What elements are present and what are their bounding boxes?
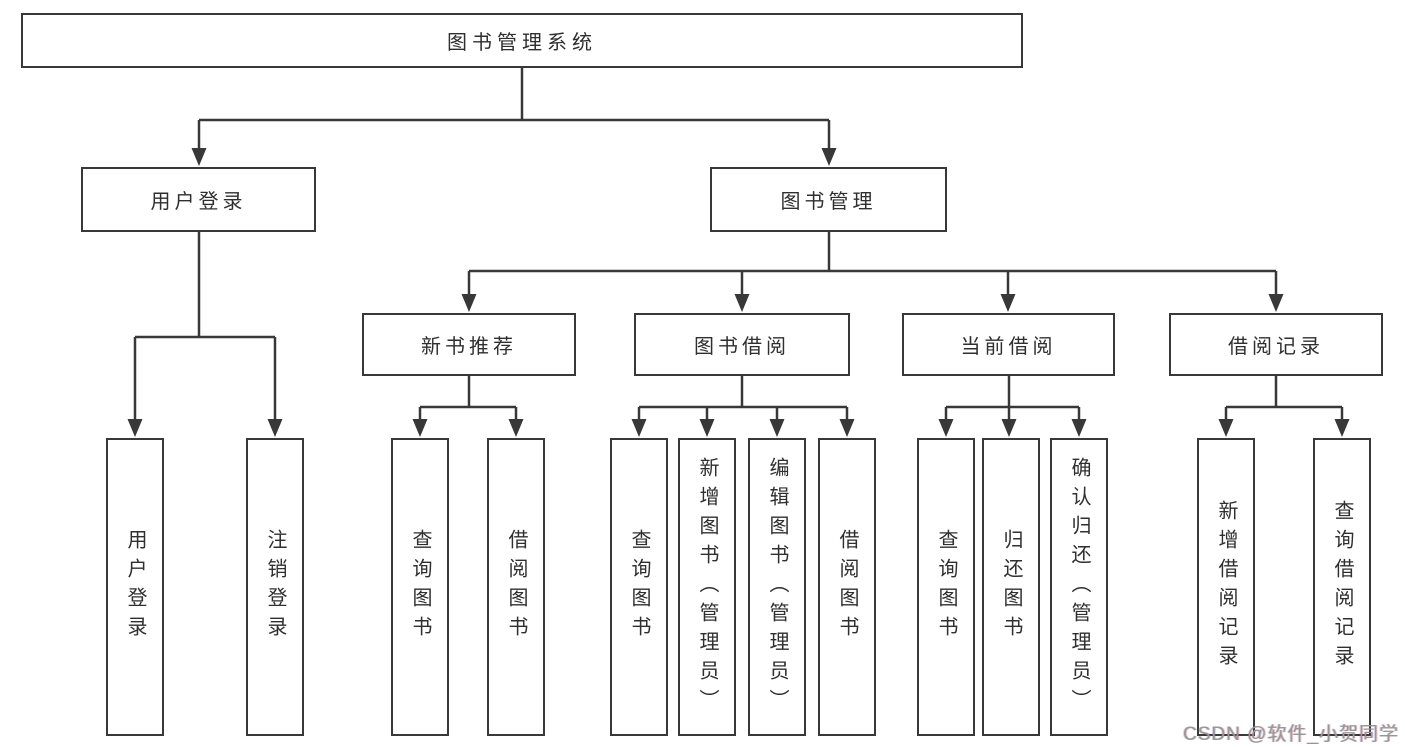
- node-query-books-recommend: 查询图书: [391, 438, 449, 736]
- arrowheads: [127, 148, 1350, 437]
- node-return-books: 归还图书: [982, 438, 1040, 736]
- node-label: 查询图书: [409, 529, 431, 645]
- node-label: 查询图书: [628, 529, 650, 645]
- node-label: 用户登录: [124, 529, 146, 645]
- node-label: 编辑图书（管理员）: [766, 456, 788, 718]
- node-label: 归还图书: [1000, 529, 1022, 645]
- node-label: 确认归还（管理员）: [1068, 456, 1090, 718]
- watermark: CSDN @软件_小贺同学: [1183, 724, 1399, 745]
- node-label: 新增图书（管理员）: [696, 456, 718, 718]
- node-new-book-recommend: 新书推荐: [362, 313, 576, 376]
- node-label: 用户登录: [150, 191, 247, 213]
- node-borrowing-records: 借阅记录: [1169, 313, 1383, 376]
- node-label: 图书管理系统: [447, 32, 597, 54]
- node-label: 当前借阅: [960, 336, 1057, 358]
- node-add-books-admin: 新增图书（管理员）: [678, 438, 736, 736]
- node-label: 注销登录: [264, 529, 286, 645]
- node-label: 新书推荐: [421, 336, 517, 358]
- node-label: 新增借阅记录: [1215, 500, 1237, 674]
- node-label: 查询图书: [935, 529, 957, 645]
- node-query-books-current: 查询图书: [917, 438, 975, 736]
- node-current-borrowing: 当前借阅: [902, 313, 1115, 376]
- node-user-login-leaf: 用户登录: [106, 438, 164, 736]
- node-label: 图书借阅: [694, 336, 790, 358]
- node-borrow-books-recommend: 借阅图书: [487, 438, 545, 736]
- node-library-management-system: 图书管理系统: [21, 13, 1023, 68]
- node-query-books-borrowing: 查询图书: [610, 438, 668, 736]
- node-borrow-books-borrowing: 借阅图书: [818, 438, 876, 736]
- node-confirm-return-admin: 确认归还（管理员）: [1050, 438, 1108, 736]
- node-label: 借阅图书: [836, 529, 858, 645]
- node-query-borrow-record: 查询借阅记录: [1313, 438, 1371, 736]
- node-book-management: 图书管理: [710, 167, 947, 232]
- node-add-borrow-record: 新增借阅记录: [1197, 438, 1255, 736]
- node-logout: 注销登录: [246, 438, 304, 736]
- node-label: 图书管理: [780, 191, 877, 213]
- node-label: 查询借阅记录: [1331, 500, 1353, 674]
- node-edit-books-admin: 编辑图书（管理员）: [748, 438, 806, 736]
- node-user-login: 用户登录: [81, 167, 316, 232]
- node-book-borrowing: 图书借阅: [634, 313, 850, 376]
- node-label: 借阅图书: [505, 529, 527, 645]
- node-label: 借阅记录: [1228, 336, 1324, 358]
